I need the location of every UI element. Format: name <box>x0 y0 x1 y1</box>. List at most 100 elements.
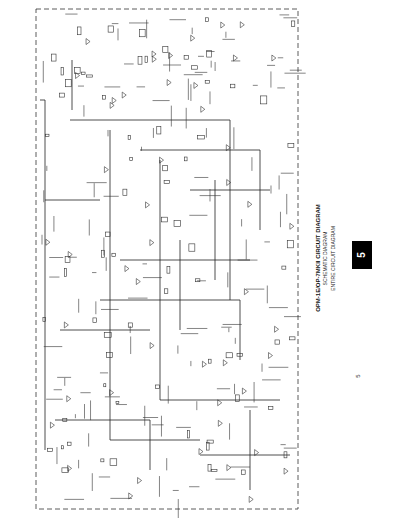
component-stroke <box>227 465 231 471</box>
component-stroke <box>144 406 145 426</box>
component-stroke <box>103 237 104 255</box>
component-stroke <box>112 23 119 24</box>
component-stroke <box>244 289 248 295</box>
component-stroke <box>163 47 168 53</box>
component-stroke <box>108 26 114 32</box>
component-stroke <box>153 128 154 138</box>
component-stroke <box>61 446 63 449</box>
component-stroke <box>246 289 265 290</box>
component-stroke <box>275 340 279 344</box>
component-stroke <box>251 157 252 171</box>
component-stroke <box>64 378 65 386</box>
component-stroke <box>290 223 294 229</box>
component-stroke <box>235 338 236 344</box>
component-stroke <box>60 93 65 97</box>
component-stroke <box>162 217 168 222</box>
component-stroke <box>53 216 54 232</box>
diagram-text: 5 <box>354 374 360 377</box>
component-stroke <box>191 35 195 41</box>
component-stroke <box>176 427 191 428</box>
component-stroke <box>86 39 90 45</box>
component-stroke <box>103 95 106 99</box>
component-stroke <box>106 257 107 271</box>
diagram-text: OPM-1E/OP-7MKII CIRCUIT DIAGRAM <box>315 204 321 312</box>
component-stroke <box>150 240 154 246</box>
component-stroke <box>284 316 301 317</box>
component-stroke <box>253 85 258 86</box>
component-stroke <box>194 82 198 88</box>
component-stroke <box>78 460 79 468</box>
component-stroke <box>166 458 167 470</box>
component-stroke <box>177 345 178 353</box>
component-stroke <box>167 266 170 273</box>
component-stroke <box>278 57 283 58</box>
component-stroke <box>280 212 281 227</box>
component-stroke <box>227 180 231 186</box>
component-stroke <box>110 498 132 499</box>
component-stroke <box>78 299 79 313</box>
component-stroke <box>152 424 164 425</box>
component-stroke <box>65 80 71 87</box>
component-stroke <box>226 353 232 358</box>
component-stroke <box>56 447 57 464</box>
component-stroke <box>233 55 237 61</box>
component-stroke <box>74 67 80 73</box>
component-stroke <box>125 266 129 272</box>
component-stroke <box>67 396 71 402</box>
component-stroke <box>207 440 213 443</box>
component-stroke <box>104 86 120 87</box>
component-stroke <box>269 406 273 409</box>
component-stroke <box>92 272 96 273</box>
component-stroke <box>286 194 287 214</box>
component-stroke <box>129 22 149 23</box>
component-stroke <box>49 277 59 278</box>
component-stroke <box>215 479 235 480</box>
component-stroke <box>86 75 92 77</box>
component-stroke <box>231 60 240 61</box>
component-stroke <box>104 332 111 337</box>
component-stroke <box>198 136 205 139</box>
component-stroke <box>136 279 140 285</box>
component-stroke <box>208 464 211 471</box>
component-stroke <box>215 62 216 71</box>
component-stroke <box>108 130 109 136</box>
component-stroke <box>196 279 200 282</box>
component-stroke <box>168 386 169 404</box>
component-stroke <box>281 173 294 174</box>
main-wires <box>40 60 290 490</box>
component-stroke <box>110 459 117 466</box>
component-stroke <box>188 79 189 100</box>
component-stroke <box>288 144 294 148</box>
component-stroke <box>90 400 91 420</box>
component-stroke <box>155 385 159 389</box>
component-stroke <box>190 361 191 366</box>
component-stroke <box>44 346 62 347</box>
component-stroke <box>275 326 279 332</box>
diagram-text: 5 <box>357 252 367 258</box>
component-stroke <box>65 256 70 262</box>
component-stroke <box>64 499 84 500</box>
component-stroke <box>279 14 289 15</box>
component-stroke <box>130 326 131 333</box>
diagram-text: SCHEMATIC DIAGRAM <box>323 231 328 285</box>
component-stroke <box>281 444 286 445</box>
component-stroke <box>290 70 302 71</box>
component-stroke <box>67 442 71 445</box>
component-stroke <box>138 478 142 484</box>
component-stroke <box>104 384 106 387</box>
component-stroke <box>110 390 114 396</box>
component-stroke <box>241 219 242 226</box>
component-stroke <box>284 73 305 74</box>
component-stroke <box>187 328 208 329</box>
component-stroke <box>50 422 54 428</box>
component-stroke <box>88 433 89 446</box>
component-stroke <box>116 401 119 403</box>
component-stroke <box>189 215 207 216</box>
component-stroke <box>184 74 203 75</box>
component-stroke <box>164 181 169 184</box>
component-stroke <box>116 404 127 405</box>
component-stroke <box>118 28 119 40</box>
component-stroke <box>112 97 116 103</box>
component-stroke <box>80 392 90 393</box>
